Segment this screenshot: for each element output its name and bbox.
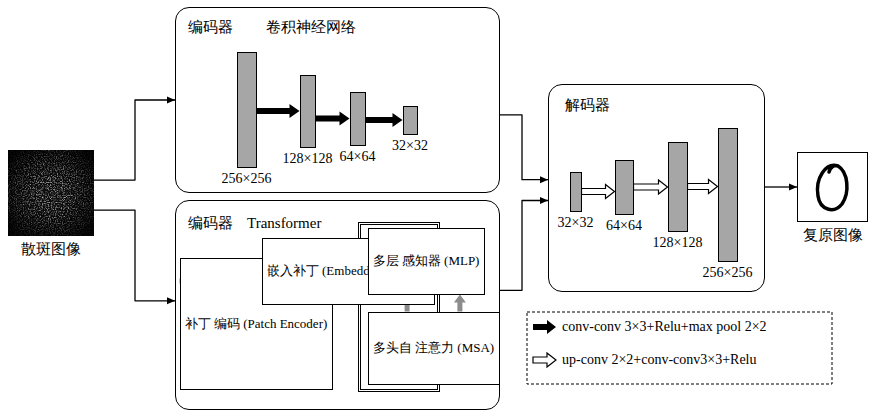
panel-title: Transformer <box>247 214 321 232</box>
box-label: 补丁 编码 (Patch Encoder) <box>185 316 328 332</box>
legend-sample <box>533 353 556 367</box>
connector <box>257 104 300 118</box>
image-caption: 散斑图像 <box>21 241 81 258</box>
feature-map-node: 32×32 <box>392 106 428 154</box>
connector <box>688 180 718 194</box>
legend-sample <box>533 320 556 334</box>
digit-zero <box>818 165 847 209</box>
fat-arrow <box>454 295 466 312</box>
speckle-vignette <box>8 150 94 236</box>
image-frame <box>8 150 94 236</box>
feature-bar <box>403 106 418 135</box>
feature-map-node: 64×64 <box>606 160 642 234</box>
process-box: 多层 感知器 (MLP) <box>368 228 485 295</box>
connector-line <box>500 201 548 291</box>
image-caption: 复原图像 <box>803 227 863 244</box>
fat-arrow <box>688 180 718 194</box>
dimension-label: 32×32 <box>392 138 428 154</box>
dimension-label: 256×256 <box>222 171 272 187</box>
dimension-label: 64×64 <box>606 218 642 234</box>
connector <box>94 97 175 181</box>
speckle-image-node: 散斑图像 <box>8 150 94 258</box>
panel-title: 编码器 <box>188 214 233 232</box>
connector-line <box>500 115 548 180</box>
connector <box>316 112 350 126</box>
feature-bar <box>570 172 582 212</box>
fat-arrow <box>366 113 403 127</box>
panel-title: 卷积神经网络 <box>266 18 356 36</box>
arrowhead <box>789 184 797 191</box>
speckle-pattern <box>8 150 94 236</box>
feature-map-node: 256×256 <box>222 52 272 187</box>
feature-map-node: 64×64 <box>340 92 376 165</box>
legend-text: up-conv 2×2+conv-conv3×3+Relu <box>562 351 767 369</box>
feature-bar <box>718 128 738 262</box>
feature-map-node: 32×32 <box>558 172 594 231</box>
connector <box>94 210 175 304</box>
connector <box>454 295 466 312</box>
decoder-panel: 解码器 32×32 64×64 128×128256×256 <box>548 84 765 292</box>
feature-map-node: 256×256 <box>703 128 753 281</box>
feature-bar <box>615 160 634 215</box>
feature-bar <box>237 52 257 168</box>
feature-map-node: 128×128 <box>653 142 703 251</box>
connector <box>765 184 797 191</box>
connector <box>500 115 548 183</box>
connector <box>500 197 548 290</box>
arrowhead <box>540 197 548 204</box>
box-label: 多头自 注意力 (MSA) <box>373 340 494 356</box>
process-box: 多头自 注意力 (MSA) <box>368 312 500 385</box>
fat-arrow <box>257 104 300 118</box>
dimension-label: 128×128 <box>653 235 703 251</box>
connector-line <box>94 100 175 180</box>
legend-text: conv-conv 3×3+Relu+max pool 2×2 <box>562 318 767 336</box>
fat-arrow <box>582 185 615 199</box>
image-frame <box>797 152 868 222</box>
fat-arrow <box>316 112 350 126</box>
cnn-encoder-panel: 编码器 卷积神经网络 256×256 128×128 64×64 32×32 <box>175 7 500 193</box>
feature-bar <box>350 92 366 146</box>
panel-title: 解码器 <box>565 96 610 114</box>
connector-line <box>94 210 175 301</box>
panel-title: 编码器 <box>188 18 233 36</box>
dimension-label: 64×64 <box>340 149 376 165</box>
dimension-label: 128×128 <box>283 151 333 167</box>
dimension-label: 256×256 <box>703 265 753 281</box>
restored-image-node: 复原图像 <box>797 152 868 244</box>
feature-map-node: 128×128 <box>283 75 333 167</box>
arrowhead <box>540 176 548 183</box>
connector <box>366 113 403 127</box>
feature-bar <box>668 142 688 232</box>
dimension-label: 32×32 <box>558 215 594 231</box>
fat-arrow <box>634 180 668 194</box>
connector <box>582 185 615 199</box>
transformer-encoder-panel: 编码器Transformer补丁 编码 (Patch Encoder)嵌入补丁 … <box>175 200 500 410</box>
connector <box>634 180 668 194</box>
legend: conv-conv 3×3+Relu+max pool 2×2 up-conv 2… <box>562 318 767 384</box>
arrowhead <box>167 297 175 304</box>
legend-frame <box>527 312 832 384</box>
feature-bar <box>300 75 316 148</box>
speckle-ground <box>8 150 94 236</box>
box-label: 多层 感知器 (MLP) <box>373 253 480 269</box>
arrowhead <box>167 97 175 104</box>
